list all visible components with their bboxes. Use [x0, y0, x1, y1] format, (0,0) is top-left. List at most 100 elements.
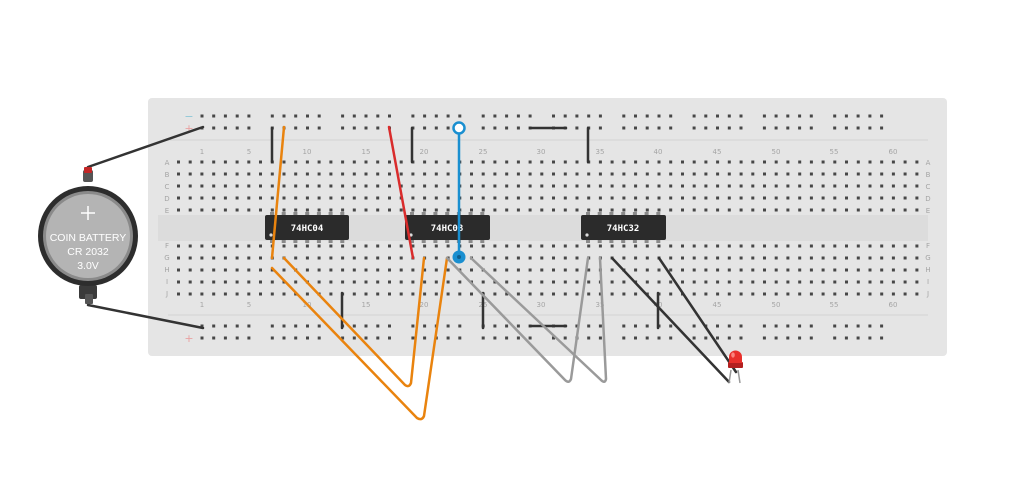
breadboard-hole[interactable]	[915, 196, 919, 200]
breadboard-hole[interactable]	[423, 184, 427, 188]
breadboard-hole[interactable]	[212, 172, 216, 176]
breadboard-hole[interactable]	[376, 280, 380, 284]
chip-body[interactable]	[265, 215, 349, 240]
breadboard-hole[interactable]	[200, 160, 204, 164]
breadboard-hole[interactable]	[657, 208, 661, 212]
rail-hole[interactable]	[587, 336, 591, 340]
breadboard-hole[interactable]	[868, 172, 872, 176]
breadboard-hole[interactable]	[270, 184, 274, 188]
breadboard-hole[interactable]	[774, 292, 778, 296]
breadboard-hole[interactable]	[622, 244, 626, 248]
breadboard-hole[interactable]	[247, 244, 251, 248]
rail-hole[interactable]	[856, 336, 860, 340]
breadboard-hole[interactable]	[540, 208, 544, 212]
breadboard-hole[interactable]	[716, 280, 720, 284]
chip-74hc04[interactable]: 74HC04	[265, 215, 349, 240]
breadboard-hole[interactable]	[516, 208, 520, 212]
breadboard-hole[interactable]	[481, 172, 485, 176]
rail-hole[interactable]	[645, 324, 649, 328]
breadboard-hole[interactable]	[598, 172, 602, 176]
breadboard-hole[interactable]	[470, 160, 473, 164]
rail-hole[interactable]	[657, 114, 661, 118]
breadboard-hole[interactable]	[540, 280, 544, 284]
breadboard-hole[interactable]	[809, 172, 813, 176]
breadboard-hole[interactable]	[692, 244, 696, 248]
rail-hole[interactable]	[634, 324, 637, 328]
breadboard-hole[interactable]	[915, 244, 919, 248]
rail-hole[interactable]	[727, 126, 731, 130]
breadboard-hole[interactable]	[809, 280, 813, 284]
breadboard-hole[interactable]	[317, 256, 321, 260]
breadboard-hole[interactable]	[739, 184, 743, 188]
breadboard-hole[interactable]	[845, 196, 848, 200]
breadboard-hole[interactable]	[610, 292, 614, 296]
breadboard-hole[interactable]	[177, 172, 180, 176]
breadboard-hole[interactable]	[481, 280, 485, 284]
breadboard-hole[interactable]	[516, 256, 520, 260]
breadboard-hole[interactable]	[329, 160, 333, 164]
rail-hole[interactable]	[669, 336, 673, 340]
breadboard-hole[interactable]	[305, 208, 309, 212]
breadboard-hole[interactable]	[177, 280, 180, 284]
breadboard-hole[interactable]	[434, 280, 438, 284]
breadboard-hole[interactable]	[622, 208, 626, 212]
rail-hole[interactable]	[833, 324, 837, 328]
breadboard-hole[interactable]	[657, 184, 661, 188]
breadboard-hole[interactable]	[704, 172, 708, 176]
breadboard-hole[interactable]	[294, 244, 298, 248]
rail-hole[interactable]	[844, 114, 848, 118]
breadboard-hole[interactable]	[692, 172, 696, 176]
breadboard-hole[interactable]	[552, 184, 555, 188]
breadboard-hole[interactable]	[903, 268, 907, 272]
breadboard-hole[interactable]	[903, 172, 907, 176]
breadboard-hole[interactable]	[891, 244, 895, 248]
breadboard-hole[interactable]	[786, 292, 790, 296]
breadboard-hole[interactable]	[516, 160, 520, 164]
breadboard-hole[interactable]	[598, 292, 602, 296]
breadboard-hole[interactable]	[294, 280, 298, 284]
rail-hole[interactable]	[364, 336, 368, 340]
breadboard-hole[interactable]	[200, 184, 204, 188]
breadboard-hole[interactable]	[610, 184, 614, 188]
breadboard-hole[interactable]	[528, 160, 532, 164]
breadboard-hole[interactable]	[493, 268, 497, 272]
breadboard-hole[interactable]	[528, 292, 532, 296]
breadboard-hole[interactable]	[727, 292, 731, 296]
rail-hole[interactable]	[657, 126, 661, 130]
rail-hole[interactable]	[446, 336, 450, 340]
breadboard-hole[interactable]	[610, 208, 614, 212]
rail-hole[interactable]	[786, 324, 790, 328]
breadboard-hole[interactable]	[657, 268, 661, 272]
breadboard-hole[interactable]	[563, 256, 567, 260]
breadboard-hole[interactable]	[845, 292, 848, 296]
breadboard-hole[interactable]	[188, 280, 192, 284]
rail-hole[interactable]	[493, 336, 497, 340]
breadboard-hole[interactable]	[399, 268, 403, 272]
breadboard-hole[interactable]	[598, 244, 602, 248]
breadboard-hole[interactable]	[528, 172, 532, 176]
rail-hole[interactable]	[212, 126, 216, 130]
breadboard-hole[interactable]	[833, 256, 837, 260]
breadboard-hole[interactable]	[235, 244, 239, 248]
breadboard-hole[interactable]	[786, 196, 790, 200]
breadboard-hole[interactable]	[388, 208, 391, 212]
breadboard-hole[interactable]	[681, 160, 684, 164]
breadboard-hole[interactable]	[305, 268, 309, 272]
breadboard-hole[interactable]	[388, 256, 391, 260]
breadboard-hole[interactable]	[528, 244, 532, 248]
breadboard-hole[interactable]	[903, 160, 907, 164]
breadboard-hole[interactable]	[505, 196, 509, 200]
breadboard-hole[interactable]	[669, 256, 673, 260]
rail-hole[interactable]	[247, 336, 251, 340]
breadboard-hole[interactable]	[423, 292, 427, 296]
rail-hole[interactable]	[270, 324, 274, 328]
breadboard-hole[interactable]	[856, 184, 860, 188]
led-red[interactable]	[728, 350, 743, 384]
breadboard-hole[interactable]	[516, 184, 520, 188]
breadboard-hole[interactable]	[259, 256, 262, 260]
breadboard-hole[interactable]	[200, 280, 204, 284]
rail-hole[interactable]	[868, 324, 872, 328]
breadboard-hole[interactable]	[763, 160, 766, 164]
breadboard-hole[interactable]	[915, 268, 919, 272]
rail-hole[interactable]	[516, 336, 520, 340]
